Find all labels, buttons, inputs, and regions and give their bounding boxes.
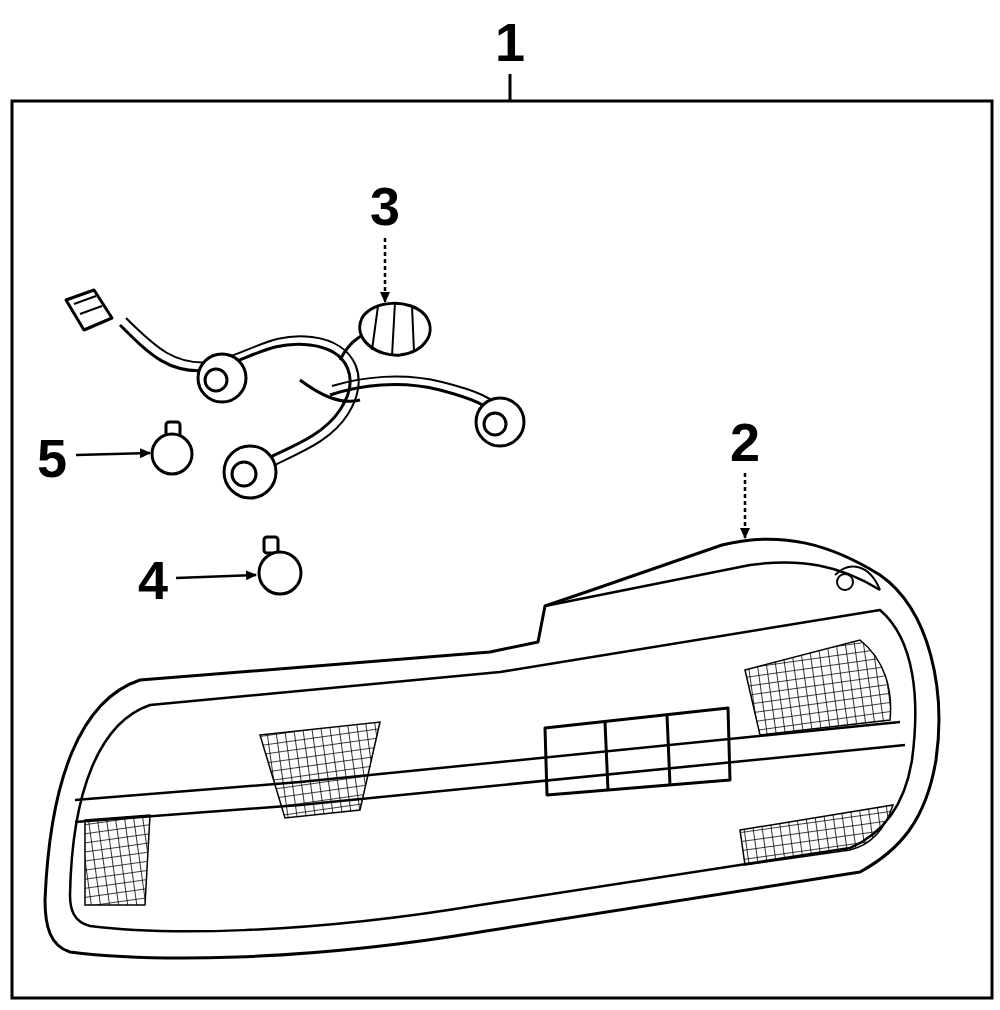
callout-number: 1: [495, 15, 525, 69]
callout-number: 5: [37, 431, 67, 485]
callout-number: 3: [370, 179, 400, 233]
callout-number: 4: [138, 553, 168, 607]
callout-number: 2: [730, 415, 760, 469]
